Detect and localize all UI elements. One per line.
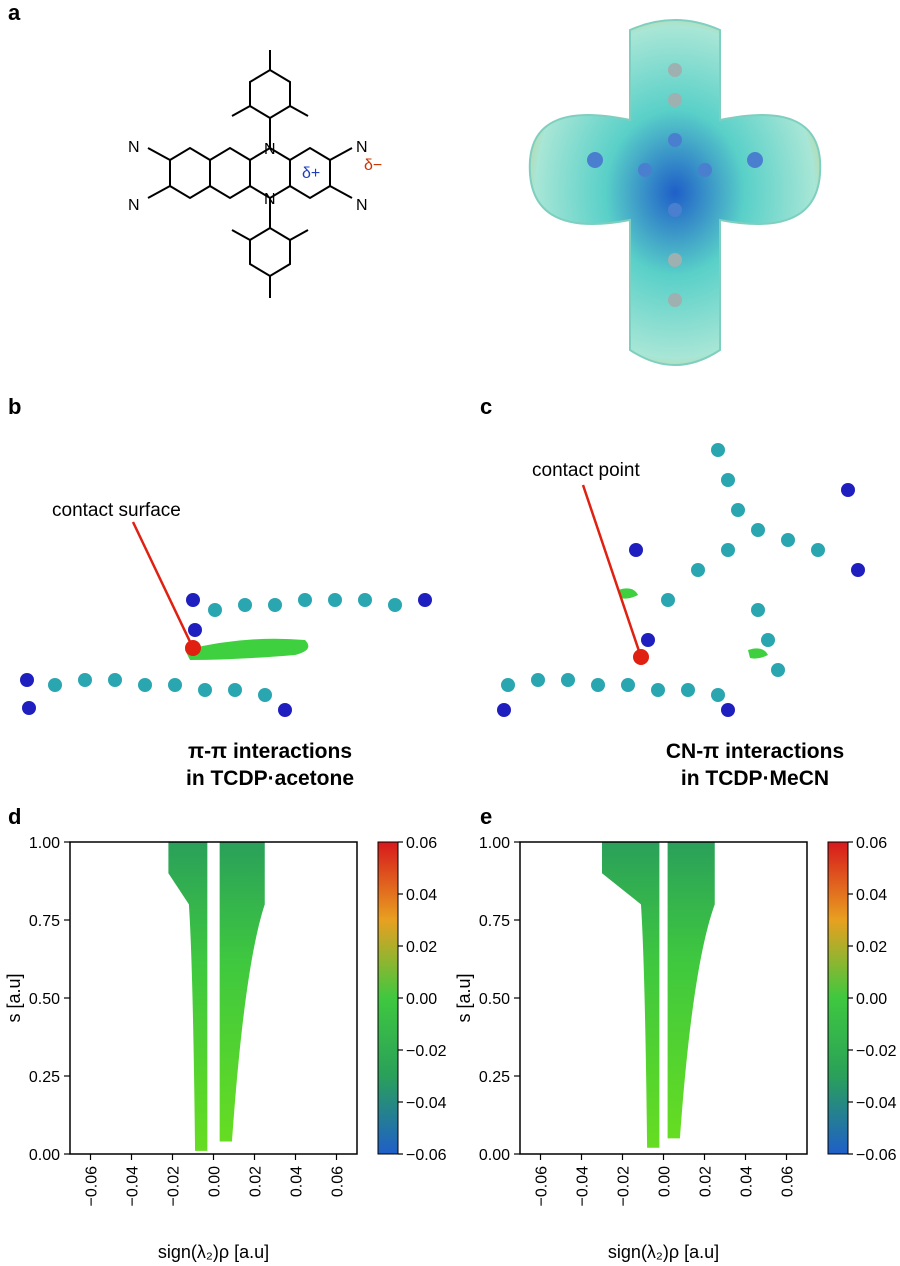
panel-letter-c: c (480, 394, 493, 419)
atom-n-label: N (128, 197, 140, 214)
x-tick-label: 0.02 (248, 1166, 265, 1197)
x-tick-label: −0.04 (575, 1166, 592, 1207)
x-tick-label: 0.06 (780, 1166, 797, 1197)
panel-c-caption-line1: CN-π interactions (665, 740, 845, 763)
x-tick-label: 0.04 (289, 1166, 306, 1197)
x-tick-label: 0.02 (698, 1166, 715, 1197)
y-tick-label: 0.75 (479, 913, 510, 930)
colorbar (827, 841, 849, 1155)
colorbar-tick-label: −0.06 (856, 1147, 897, 1164)
colorbar-tick-label: 0.06 (406, 835, 437, 852)
x-axis-label: sign(λ₂)ρ [a.u] (608, 1242, 719, 1262)
colorbar-tick-label: 0.06 (856, 835, 887, 852)
cn-pi-molecular-model (497, 443, 865, 717)
colorbar-tick-label: 0.04 (406, 887, 437, 904)
atom-n-label: N (356, 197, 368, 214)
x-tick-label: 0.06 (330, 1166, 347, 1197)
colorbar-tick-label: −0.06 (406, 1147, 447, 1164)
x-tick-label: 0.04 (739, 1166, 756, 1197)
rdg-plot-e: 0.00 0.25 0.50 0.75 1.00 −0.06 −0.04 −0.02 0.00 0… (454, 835, 897, 1262)
panel-letter-b: b (8, 394, 22, 419)
plot-frame (519, 841, 808, 1155)
panel-b-caption-line1: π-π interactions (187, 740, 352, 763)
x-tick-label: −0.06 (534, 1166, 551, 1207)
y-tick-label: 0.50 (29, 991, 60, 1008)
contact-point-callout: contact point (532, 460, 640, 481)
y-tick-label: 1.00 (479, 835, 510, 852)
atom-n-label: N (264, 141, 276, 158)
y-axis-label: s [a.u] (4, 973, 24, 1022)
panel-b-caption-line2: in TCDP·acetone (185, 767, 355, 790)
y-tick-label: 0.25 (29, 1069, 60, 1086)
colorbar-tick-label: 0.02 (406, 939, 437, 956)
panel-letter-d: d (8, 804, 22, 829)
panel-letter-a: a (8, 0, 21, 25)
colorbar-tick-label: −0.04 (406, 1095, 447, 1112)
x-tick-label: −0.02 (166, 1166, 183, 1207)
pi-pi-molecular-model (20, 521, 432, 717)
right-spike-region (219, 842, 265, 1142)
colorbar-tick-label: 0.00 (856, 991, 887, 1008)
panel-c-caption: CN-π interactions in TCDP·MeCN (640, 738, 870, 792)
rdg-plot-d: 0.00 0.25 0.50 0.75 1.00 −0.06 −0.04 −0.02 0.00 0… (4, 835, 447, 1262)
contact-surface-callout: contact surface (52, 500, 181, 521)
x-tick-label: 0.00 (207, 1166, 224, 1197)
esp-surface-illustration (528, 19, 822, 366)
y-tick-label: 0.00 (29, 1147, 60, 1164)
delta-plus-label: δ+ (302, 165, 320, 182)
colorbar-tick-label: 0.04 (856, 887, 887, 904)
colorbar-tick-label: −0.02 (406, 1043, 447, 1060)
atom-n-label: N (264, 191, 276, 208)
y-tick-label: 0.00 (479, 1147, 510, 1164)
atom-n-label: N (128, 139, 140, 156)
panel-b-caption: π-π interactions in TCDP·acetone (160, 738, 380, 792)
y-axis-label: s [a.u] (454, 973, 474, 1022)
colorbar-tick-label: −0.02 (856, 1043, 897, 1060)
atom-n-label: N (356, 139, 368, 156)
x-tick-label: −0.04 (125, 1166, 142, 1207)
colorbar (377, 841, 399, 1155)
y-tick-label: 0.75 (29, 913, 60, 930)
tcdp-structure-diagram: N N N N N N δ+ δ− (128, 50, 382, 298)
x-tick-label: −0.02 (616, 1166, 633, 1207)
colorbar-tick-label: 0.00 (406, 991, 437, 1008)
x-axis-label: sign(λ₂)ρ [a.u] (158, 1242, 269, 1262)
left-spike-region (602, 842, 660, 1148)
delta-minus-label: δ− (364, 157, 382, 174)
y-tick-label: 1.00 (29, 835, 60, 852)
colorbar-tick-label: −0.04 (856, 1095, 897, 1112)
left-spike-region (168, 842, 208, 1151)
plot-frame (69, 841, 358, 1155)
panel-letter-e: e (480, 804, 493, 829)
x-tick-label: −0.06 (84, 1166, 101, 1207)
panel-c-caption-line2: in TCDP·MeCN (680, 767, 830, 790)
x-tick-label: 0.00 (657, 1166, 674, 1197)
y-tick-label: 0.50 (479, 991, 510, 1008)
right-spike-region (667, 842, 715, 1139)
y-tick-label: 0.25 (479, 1069, 510, 1086)
colorbar-tick-label: 0.02 (856, 939, 887, 956)
